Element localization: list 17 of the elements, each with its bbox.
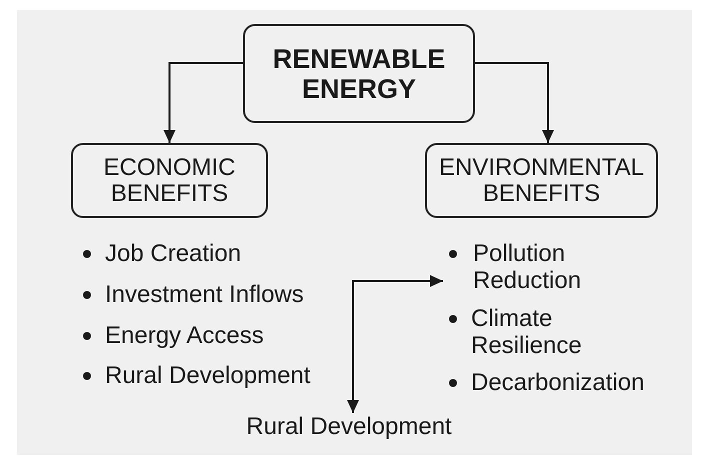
category-title: ECONOMIC BENEFITS <box>102 154 236 206</box>
list-item-text: Climate Resilience <box>471 305 582 359</box>
arrow <box>347 275 443 413</box>
topic-box <box>243 24 475 123</box>
list-item-text: Decarbonization <box>471 369 644 396</box>
list-item-text: Pollution Reduction <box>473 240 582 294</box>
arrow <box>164 62 243 143</box>
list-item-text: Energy Access <box>105 322 264 349</box>
topic-title: RENEWABLE ENERGY <box>272 44 446 104</box>
list-item-text: Rural Development <box>105 362 310 389</box>
category-box <box>71 143 268 218</box>
list-item-text: Job Creation <box>105 240 242 267</box>
standalone-text: Rural Development <box>246 413 452 440</box>
list-item-text: Investment Inflows <box>105 281 304 308</box>
category-box <box>425 143 658 218</box>
arrow <box>475 62 554 143</box>
category-title: ENVIRONMENTAL BENEFITS <box>438 154 645 206</box>
